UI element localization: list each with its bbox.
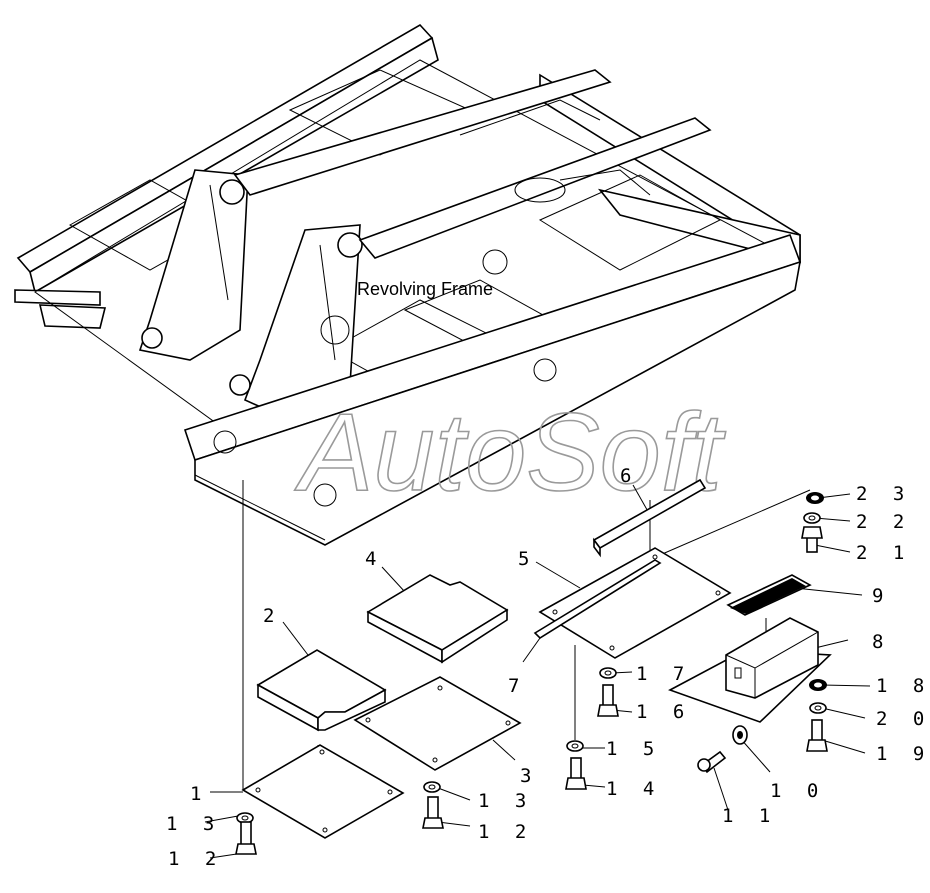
watermark: AutoSoft [294,391,726,514]
callout-10: 1 0 [770,780,825,802]
part-3-plate [353,676,522,771]
bolt-14 [565,757,587,790]
bolt-19 [806,719,828,752]
clip-10 [732,725,748,745]
part-6-bar [592,478,707,558]
callout-13-left: 1 3 [166,813,221,835]
callout-15: 1 5 [606,738,661,760]
part-5-plate [538,547,732,659]
bolts [235,526,828,855]
bolt-12-left [235,821,257,855]
bolt-16 [597,684,619,717]
part-9-lid [726,574,812,616]
callout-12-right: 1 2 [478,821,533,843]
callout-22: 2 2 [856,511,911,533]
callout-21: 2 1 [856,542,911,564]
lock-washers [806,492,827,691]
revolving-frame [14,23,802,546]
callout-6: 6 [620,465,638,487]
callout-16: 1 6 [636,701,691,723]
callout-2: 2 [263,605,281,627]
bolt-21 [801,526,823,553]
callout-3: 3 [520,765,538,787]
callout-12-left: 1 2 [168,848,223,870]
callout-4: 4 [365,548,383,570]
assembly-label: Revolving Frame [357,279,493,299]
bolt-11 [697,750,727,774]
callout-20: 2 0 [876,708,930,730]
callout-13-right: 1 3 [478,790,533,812]
callout-23: 2 3 [856,483,911,505]
callout-8: 8 [872,631,890,653]
callouts: 1 2 3 4 5 6 7 8 9 1 0 1 1 1 2 1 2 1 3 1 … [166,465,930,870]
part-2-cover [256,649,387,732]
callout-11: 1 1 [722,805,777,827]
callout-7: 7 [508,675,526,697]
callout-14: 1 4 [606,778,661,800]
callout-9: 9 [872,585,890,607]
part-8-box [668,617,832,723]
callout-5: 5 [518,548,536,570]
callout-17: 1 7 [636,663,691,685]
bolt-12-right [422,796,444,829]
part-4-cover [366,574,509,664]
callout-18: 1 8 [876,675,930,697]
callout-19: 1 9 [876,743,930,765]
callout-1: 1 [190,783,208,805]
part-7-strip [533,559,662,640]
part-1-cover-plate [241,744,405,839]
